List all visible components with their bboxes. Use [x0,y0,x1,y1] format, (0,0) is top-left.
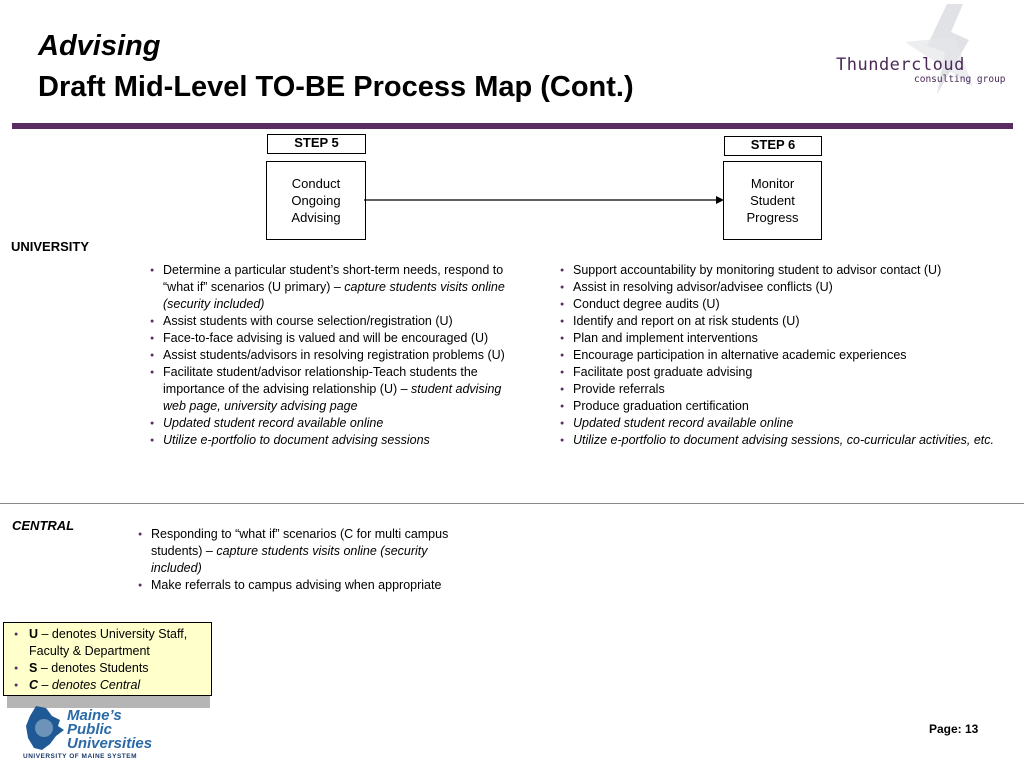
step5-box: Conduct Ongoing Advising [266,161,366,240]
list-item: Identify and report on at risk students … [560,313,1000,330]
step6-box: Monitor Student Progress [723,161,822,240]
list-item: Provide referrals [560,381,1000,398]
org-name: Maine’s Public Universities [67,707,153,752]
arrow-right-icon [364,196,724,204]
logo-tagline: consulting group [914,74,1006,85]
university-step5-list: Determine a particular student’s short-t… [150,262,515,449]
list-item: Updated student record available online [150,415,515,432]
list-item: Produce graduation certification [560,398,1000,415]
header-divider [12,123,1013,129]
legend-box: U – denotes University Staff, Faculty & … [3,622,212,696]
legend-item-u: U – denotes University Staff, Faculty & … [4,626,194,660]
central-list: Responding to “what if” scenarios (C for… [138,526,478,594]
step5-line3: Advising [291,210,341,225]
logo-name: Thundercloud [836,55,965,75]
list-item: Plan and implement interventions [560,330,1000,347]
page-title-line1: Advising [38,30,161,62]
step6-line1: Monitor [750,176,795,191]
thundercloud-logo-icon [905,4,973,94]
list-item: Conduct degree audits (U) [560,296,1000,313]
step5-line1: Conduct [291,176,341,191]
step5-label: STEP 5 [267,134,366,154]
list-item: Utilize e-portfolio to document advising… [150,432,515,449]
university-step6-list: Support accountability by monitoring stu… [560,262,1000,449]
list-item: Encourage participation in alternative a… [560,347,1000,364]
list-item: Responding to “what if” scenarios (C for… [138,526,478,577]
org-strip: UNIVERSITY OF MAINE SYSTEM [23,753,138,760]
list-item: Assist students with course selection/re… [150,313,515,330]
step6-label: STEP 6 [724,136,822,156]
list-item: Face-to-face advising is valued and will… [150,330,515,347]
list-item: Utilize e-portfolio to document advising… [560,432,1000,449]
lane-label-university: UNIVERSITY [11,239,90,254]
lane-label-central: CENTRAL [12,518,75,533]
maine-map-icon [26,706,64,750]
list-item: Updated student record available online [560,415,1000,432]
list-item: Make referrals to campus advising when a… [138,577,478,594]
legend-item-s: S – denotes Students [4,660,194,677]
list-item: Assist students/advisors in resolving re… [150,347,515,364]
legend-item-c: C – denotes Central [4,677,194,694]
list-item: Facilitate post graduate advising [560,364,1000,381]
list-item: Facilitate student/advisor relationship-… [150,364,515,415]
lane-divider [0,503,1024,504]
step6-line2: Student [750,193,795,208]
page-number: Page: 13 [929,722,979,736]
list-item: Determine a particular student’s short-t… [150,262,515,313]
list-item: Assist in resolving advisor/advisee conf… [560,279,1000,296]
step5-line2: Ongoing [291,193,341,208]
list-item: Support accountability by monitoring stu… [560,262,1000,279]
page-title-line2: Draft Mid-Level TO-BE Process Map (Cont.… [38,71,634,103]
step6-line3: Progress [746,210,799,225]
